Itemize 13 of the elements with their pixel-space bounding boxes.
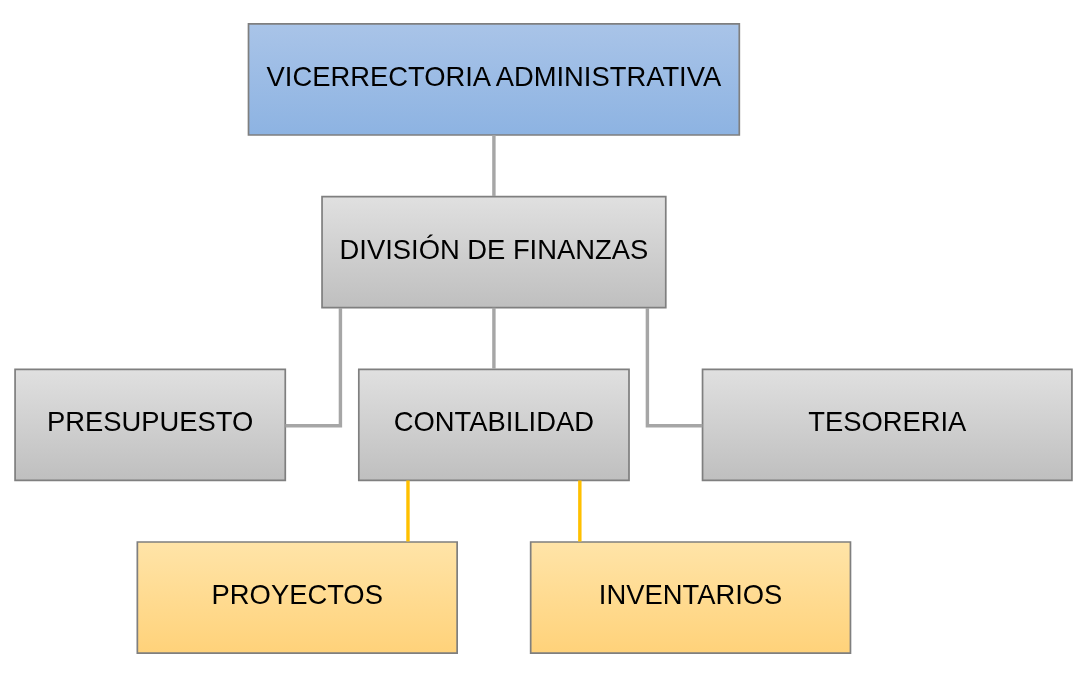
node-box: DIVISIÓN DE FINANZAS [321,195,667,309]
node-box: VICERRECTORIA ADMINISTRATIVA [247,23,741,136]
connector [578,480,582,542]
node-box: CONTABILIDAD [357,368,630,482]
node-box: PROYECTOS [136,541,458,654]
connector [492,307,496,369]
node-box: TESORERIA [701,368,1073,482]
node-box: PRESUPUESTO [14,368,287,482]
connector [285,308,343,428]
connector [492,135,496,197]
connector [645,308,703,428]
connector [406,480,410,542]
node-box: INVENTARIOS [529,541,852,654]
